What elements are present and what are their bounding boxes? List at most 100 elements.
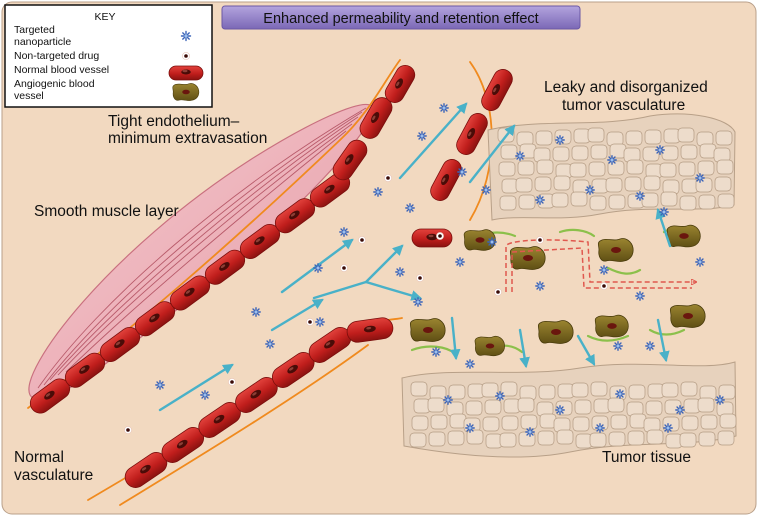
nanoparticle bbox=[443, 395, 453, 405]
tissue-cell bbox=[551, 192, 569, 208]
tissue-cell bbox=[605, 177, 623, 193]
tissue-cell bbox=[590, 144, 608, 160]
tissue-cell bbox=[538, 384, 556, 400]
drug-particle bbox=[124, 426, 132, 434]
tissue-cell bbox=[683, 398, 701, 414]
tissue-cell bbox=[411, 415, 429, 431]
nanoparticle bbox=[635, 291, 645, 301]
vessel-cell bbox=[169, 275, 211, 311]
targeted-nanoparticle-key-icon bbox=[180, 30, 192, 42]
tissue-cell bbox=[428, 431, 446, 447]
nanoparticle bbox=[635, 191, 645, 201]
nanoparticle bbox=[465, 359, 475, 369]
tissue-cell bbox=[678, 161, 696, 177]
tissue-cell bbox=[700, 414, 718, 430]
tissue-cell bbox=[681, 178, 699, 194]
tissue-cell bbox=[448, 384, 466, 400]
nanoparticle bbox=[455, 257, 465, 267]
tissue-cell bbox=[643, 175, 661, 191]
tissue-cell bbox=[503, 398, 521, 414]
tissue-cell bbox=[608, 194, 626, 210]
tissue-cell bbox=[665, 433, 683, 449]
key-item-angiogenic-line1: Angiogenic blood bbox=[14, 78, 95, 90]
tissue-cell bbox=[626, 159, 644, 175]
drug-particle bbox=[340, 264, 348, 272]
angiogenic-cell bbox=[594, 314, 629, 338]
nanoparticle bbox=[413, 297, 423, 307]
tissue-cell bbox=[642, 146, 660, 162]
nanoparticle bbox=[465, 423, 475, 433]
nanoparticle bbox=[439, 103, 449, 113]
nanoparticle bbox=[695, 257, 705, 267]
nanoparticle bbox=[481, 185, 491, 195]
tissue-cell bbox=[484, 399, 502, 415]
tissue-cell bbox=[552, 146, 570, 162]
tissue-cell bbox=[607, 160, 625, 176]
vessel-cell bbox=[134, 301, 176, 337]
nanoparticle bbox=[655, 145, 665, 155]
tissue-cell bbox=[608, 431, 626, 447]
tissue-cell bbox=[660, 191, 678, 207]
angiogenic-cell bbox=[666, 224, 701, 248]
drug-particle bbox=[384, 174, 392, 182]
drug-particle bbox=[228, 378, 236, 386]
tissue-cell bbox=[697, 160, 715, 176]
tissue-cell bbox=[627, 430, 645, 446]
tissue-cell bbox=[534, 176, 552, 192]
tissue-cell bbox=[661, 382, 679, 398]
drug-particle bbox=[494, 288, 502, 296]
vessel-cell bbox=[309, 172, 351, 208]
pericytes bbox=[410, 226, 696, 356]
nanoparticle bbox=[339, 227, 349, 237]
nanoparticle bbox=[515, 151, 525, 161]
flow-arrows bbox=[158, 102, 672, 412]
tissue-cell bbox=[413, 398, 431, 414]
tissue-cell bbox=[699, 143, 717, 159]
tissue-cell bbox=[536, 159, 554, 175]
tissue-cell bbox=[646, 429, 664, 445]
tissue-cell bbox=[719, 413, 737, 429]
tight-endothelium-label-line1: Tight endothelium– bbox=[108, 113, 240, 130]
tissue-cell bbox=[499, 195, 517, 211]
normal-blood-vessel-key-icon bbox=[168, 65, 204, 81]
drug-particle bbox=[600, 282, 608, 290]
tissue-cell bbox=[571, 145, 589, 161]
tissue-cell bbox=[500, 381, 518, 397]
tissue-cell bbox=[663, 128, 681, 144]
tissue-cell bbox=[556, 429, 574, 445]
nanoparticle bbox=[313, 263, 323, 273]
tissue-cell bbox=[430, 414, 448, 430]
normal-vasculature-label-line2: vasculature bbox=[14, 467, 93, 484]
tissue-cell bbox=[659, 162, 677, 178]
tissue-cell bbox=[679, 195, 697, 211]
tissue-cell bbox=[539, 413, 557, 429]
tissue-cell bbox=[716, 159, 734, 175]
nanoparticle bbox=[373, 187, 383, 197]
angiogenic-blood-vessel-key-icon bbox=[172, 83, 200, 101]
angiogenic-cell bbox=[597, 238, 634, 262]
tissue-cell bbox=[535, 130, 553, 146]
nanoparticle bbox=[675, 405, 685, 415]
angiogenic-cell bbox=[409, 318, 446, 342]
tissue-cell bbox=[698, 431, 716, 447]
nanoparticle bbox=[200, 390, 210, 400]
tissue-cell bbox=[624, 176, 642, 192]
tissue-cell bbox=[537, 430, 555, 446]
normal-vasculature-label-line1: Normal bbox=[14, 449, 64, 466]
tissue-cell bbox=[715, 130, 733, 146]
tissue-cell bbox=[520, 414, 538, 430]
nanoparticle bbox=[555, 135, 565, 145]
vessel-cell bbox=[481, 69, 513, 111]
tissue-cell bbox=[465, 400, 483, 416]
tissue-cell bbox=[501, 415, 519, 431]
key-item-targeted-line1: Targeted bbox=[14, 24, 55, 36]
tissue-cell bbox=[573, 128, 591, 144]
tissue-cell bbox=[466, 429, 484, 445]
vessel-cell bbox=[346, 317, 394, 343]
tissue-cell bbox=[517, 160, 535, 176]
tissue-cell bbox=[587, 127, 605, 143]
tissue-cell bbox=[698, 194, 716, 210]
tissue-cell bbox=[697, 397, 715, 413]
nanoparticle bbox=[315, 317, 325, 327]
